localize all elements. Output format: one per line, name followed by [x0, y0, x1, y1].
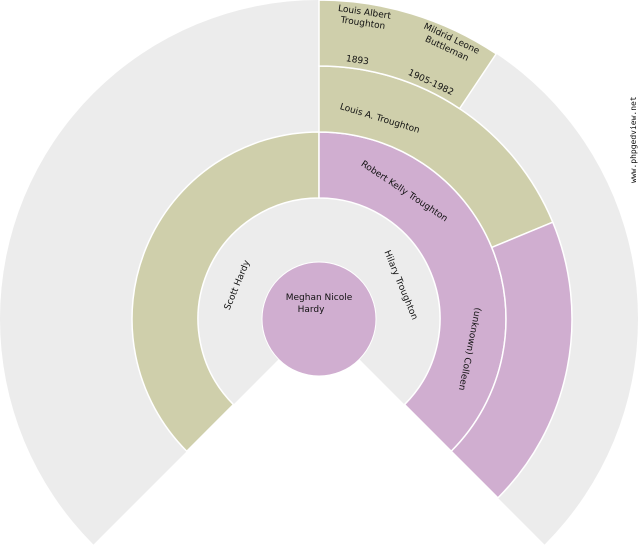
root-person-name-line-2: Hardy [298, 305, 326, 315]
watermark: www.phpgedview.net [629, 96, 638, 183]
root-person-name-line-1: Meghan Nicole [286, 293, 353, 303]
ancestor-cell[interactable] [131, 131, 320, 453]
ancestor-dates: 1893 [345, 54, 369, 67]
ancestor-cell[interactable] [450, 221, 573, 499]
root-person-circle[interactable] [261, 261, 377, 377]
ancestor-dates-label: 1893 [345, 54, 369, 67]
ancestor-cell[interactable] [318, 0, 498, 110]
